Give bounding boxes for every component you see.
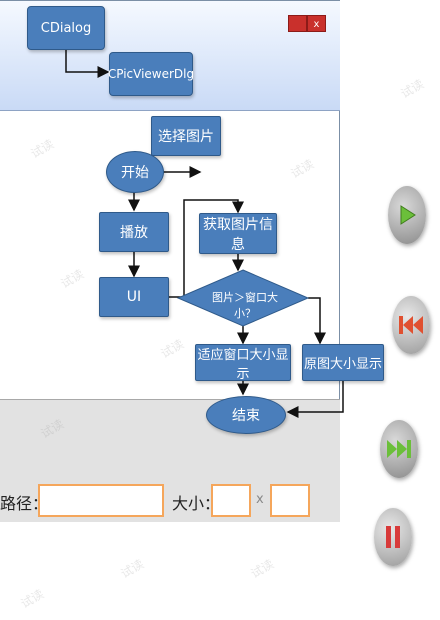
next-icon (387, 440, 411, 458)
size-label: 大小： (172, 494, 221, 513)
pause-icon (386, 526, 400, 548)
play-button[interactable] (388, 186, 426, 244)
previous-icon (399, 316, 423, 334)
decision-label: 图片＞窗口大小？ (212, 291, 278, 320)
close-button[interactable]: x (307, 15, 326, 32)
node-ui: UI (99, 277, 169, 317)
node-get-info: 获取图片信息 (199, 213, 277, 254)
connector-ui-getinfo (183, 199, 244, 297)
next-button[interactable] (380, 420, 418, 478)
width-input[interactable] (211, 484, 251, 517)
node-cpicviewerdlg: CPicViewerDlg (108, 52, 194, 96)
minimize-button[interactable] (288, 15, 307, 32)
node-play: 播放 (99, 212, 169, 252)
node-cdialog: CDialog (27, 6, 105, 50)
node-select-image: 选择图片 (151, 116, 221, 156)
height-input[interactable] (270, 484, 310, 517)
path-label: 路径： (0, 494, 49, 513)
path-input[interactable] (38, 484, 164, 517)
pause-button[interactable] (374, 508, 412, 566)
connector-cdialog-cpicviewer (65, 50, 110, 78)
play-icon (400, 205, 416, 225)
window-controls: x (288, 15, 326, 32)
node-original-size: 原图大小显示 (302, 344, 384, 381)
node-start: 开始 (106, 151, 164, 193)
connector-original-end (286, 380, 344, 418)
times-label: x (256, 492, 264, 507)
previous-button[interactable] (392, 296, 430, 354)
node-end: 结束 (206, 396, 286, 434)
node-fit-window: 适应窗口大小显示 (195, 344, 291, 382)
connector-decision-original (308, 297, 326, 345)
decision-diamond (176, 269, 310, 327)
